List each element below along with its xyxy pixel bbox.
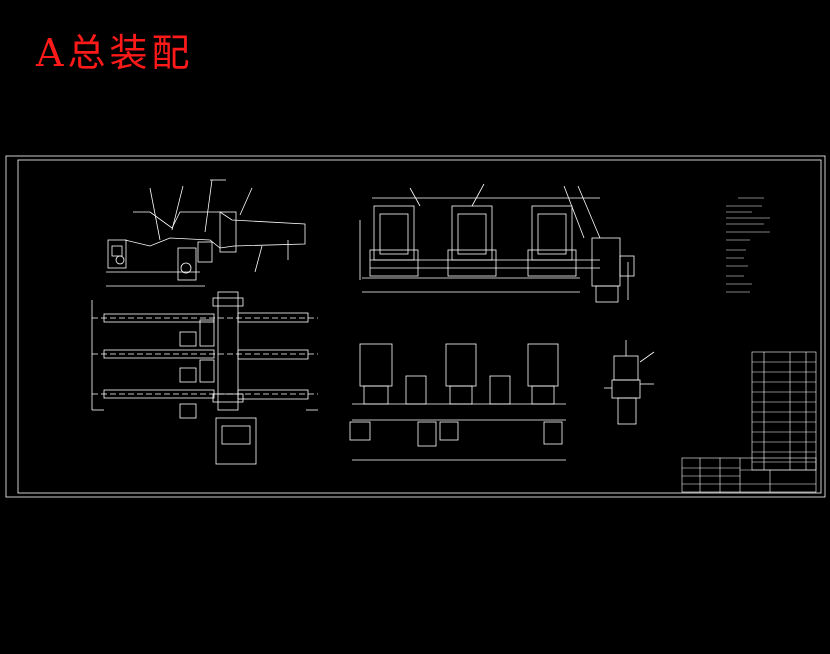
inner-frame <box>17 159 822 494</box>
title-block <box>681 457 817 493</box>
parts-list-table <box>751 351 817 471</box>
side-detail-view <box>604 340 655 425</box>
lower-assembly-view <box>349 343 566 461</box>
technical-notes <box>726 197 770 293</box>
outer-frame <box>5 155 826 498</box>
left-plan-view <box>91 291 318 465</box>
drawing-title: A总装配 <box>36 31 194 75</box>
left-side-view <box>106 179 306 287</box>
front-elevation <box>359 183 635 303</box>
